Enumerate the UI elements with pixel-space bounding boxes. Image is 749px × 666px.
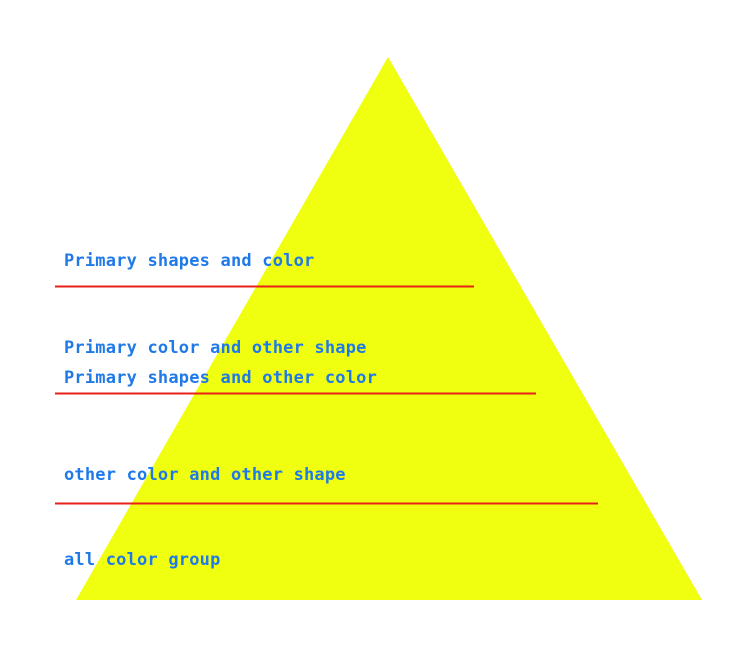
- tier-label-primary-shapes-and-color: Primary shapes and color: [64, 251, 315, 271]
- pyramid-triangle: [76, 57, 702, 600]
- tier-label-primary-shapes-other-color: Primary shapes and other color: [64, 368, 378, 388]
- tier-label-primary-color-other-shape: Primary color and other shape: [64, 338, 367, 358]
- tier-label-all-color-group: all color group: [64, 550, 221, 570]
- tier-label-other-color-other-shape: other color and other shape: [64, 465, 346, 485]
